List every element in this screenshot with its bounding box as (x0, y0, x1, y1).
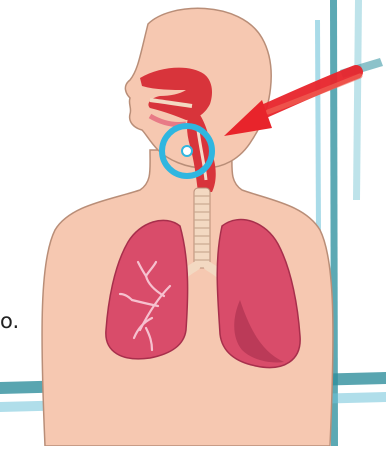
caption-fragment-text: o. (0, 311, 19, 332)
larynx-dot (182, 146, 192, 156)
